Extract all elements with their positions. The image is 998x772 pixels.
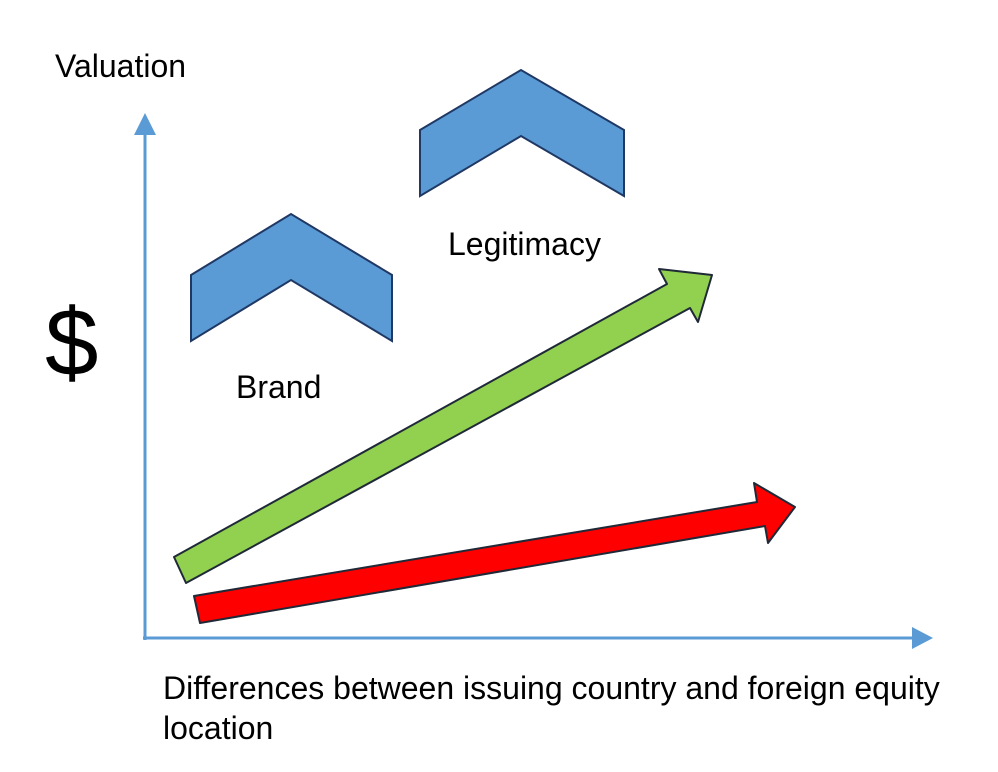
x-axis-arrowhead — [912, 627, 933, 649]
x-axis-title: Differences between issuing country and … — [163, 670, 940, 746]
brand-chevron-shape — [190, 212, 393, 343]
legitimacy-label: Legitimacy — [448, 226, 601, 262]
legitimacy-chevron-shape — [419, 68, 625, 198]
y-axis-title: Valuation — [55, 48, 187, 84]
green-rising-arrow — [173, 268, 713, 584]
red-rising-arrow — [193, 482, 796, 624]
y-axis-arrowhead — [134, 113, 156, 135]
dollar-symbol: $ — [45, 289, 99, 396]
brand-label: Brand — [236, 369, 322, 405]
